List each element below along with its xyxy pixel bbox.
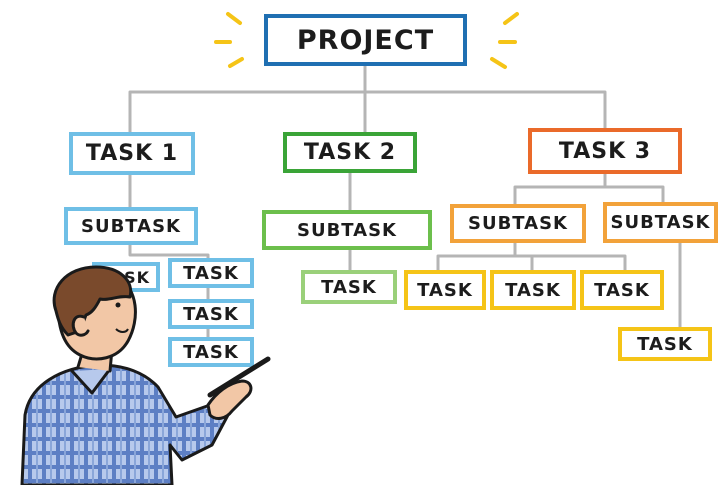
- task3-task-node: TASK: [404, 270, 486, 310]
- task1-task-node: TASK: [168, 299, 254, 329]
- task3-node: TASK 3: [528, 128, 682, 174]
- task2-subtask-node: SUBTASK: [262, 210, 432, 250]
- task3-subtask-b-task-node: TASK: [618, 327, 712, 361]
- person-illustration: [20, 265, 271, 485]
- task1-task-node: TASK: [168, 337, 254, 367]
- sparkle-icon: [214, 12, 519, 69]
- task1-subtask-node: SUBTASK: [64, 207, 198, 245]
- task3-subtask-a-node: SUBTASK: [450, 204, 586, 243]
- project-node: PROJECT: [264, 14, 467, 66]
- task3-subtask-b-node: SUBTASK: [603, 202, 718, 243]
- task2-node: TASK 2: [283, 132, 417, 173]
- task3-task-node: TASK: [580, 270, 664, 310]
- task2-task-node: TASK: [301, 270, 397, 304]
- task1-task-node: TASK: [168, 258, 254, 288]
- task3-task-node: TASK: [490, 270, 576, 310]
- task1-node: TASK 1: [69, 132, 195, 175]
